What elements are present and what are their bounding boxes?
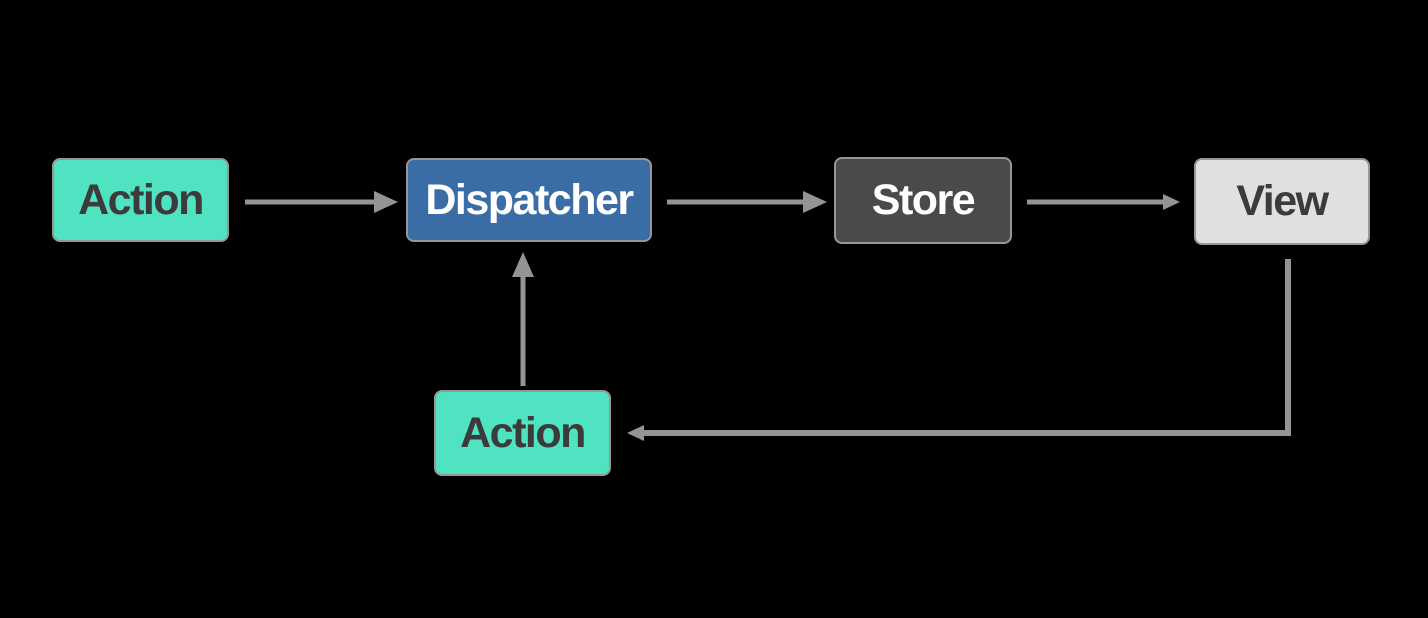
arrow-action-to-dispatcher (245, 191, 398, 213)
node-action-top: Action (52, 158, 229, 242)
node-action-bottom-label: Action (460, 408, 586, 457)
arrow-dispatcher-to-store (667, 191, 827, 213)
arrow-action-to-dispatcher-upward (512, 252, 534, 386)
node-dispatcher: Dispatcher (406, 158, 652, 242)
arrow-store-to-view (1027, 194, 1180, 210)
node-store-label: Store (871, 176, 976, 224)
node-action-bottom: Action (434, 390, 611, 476)
node-store: Store (834, 157, 1012, 244)
node-action-top-label: Action (78, 175, 204, 224)
node-view: View (1194, 158, 1370, 245)
arrow-view-to-action-feedback (627, 259, 1291, 441)
node-view-label: View (1236, 177, 1329, 225)
node-dispatcher-label: Dispatcher (425, 175, 634, 224)
